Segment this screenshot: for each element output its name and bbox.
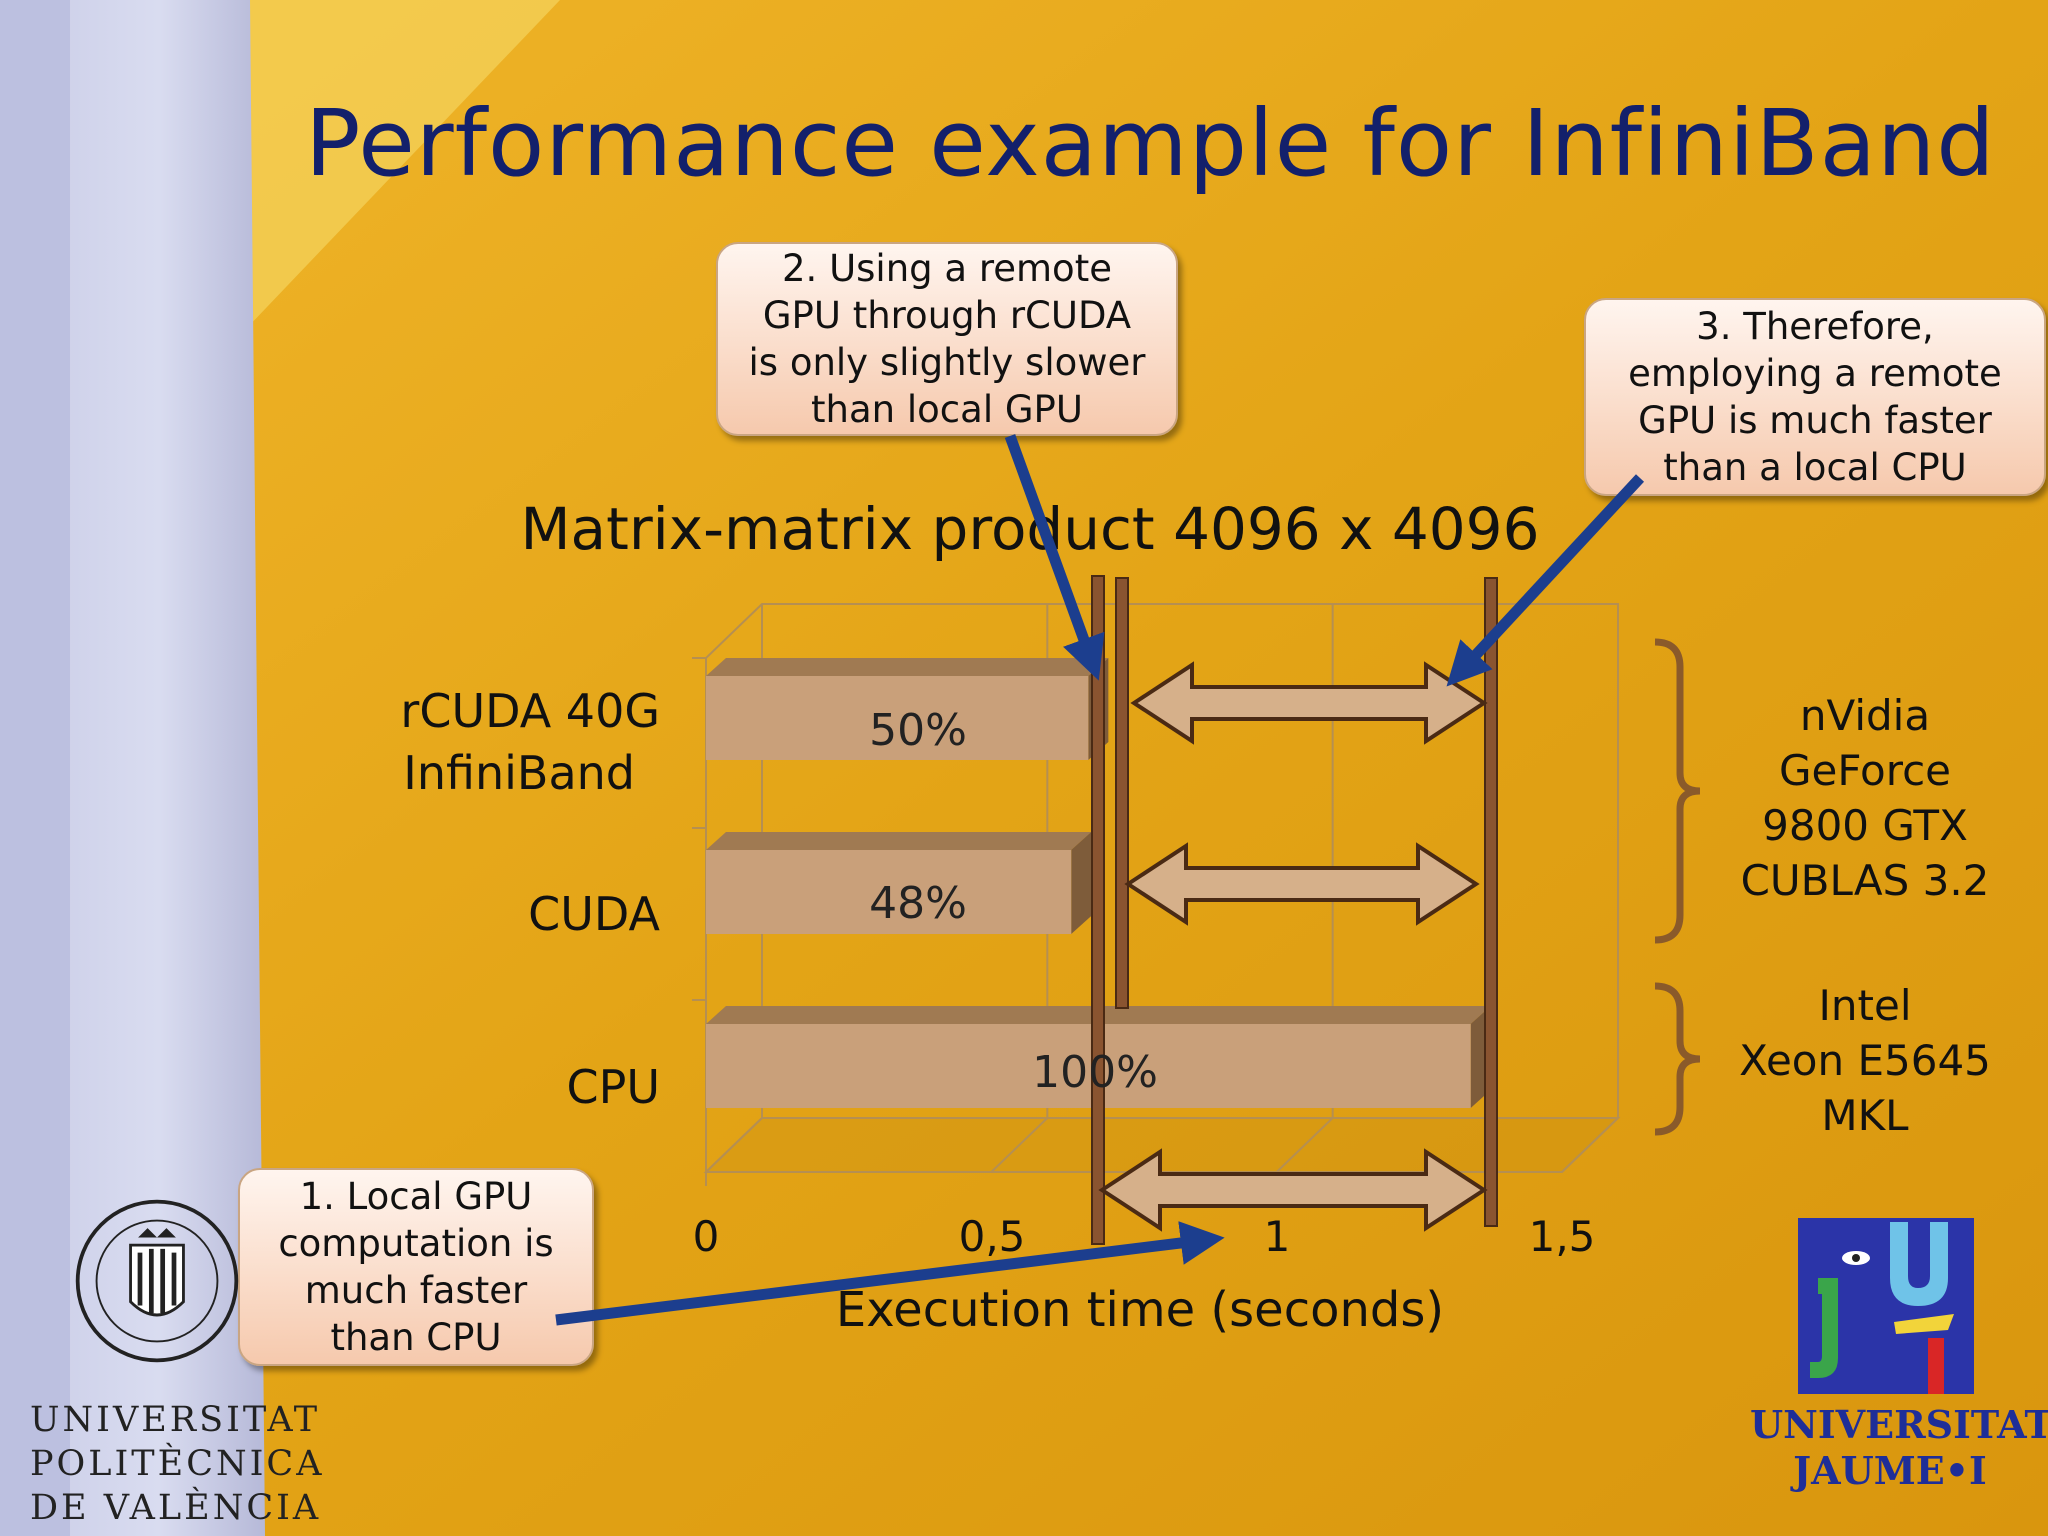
x-tick-3: 1,5 bbox=[1528, 1212, 1596, 1261]
callout-line: much faster bbox=[304, 1269, 528, 1312]
callout-line: 2. Using a remote bbox=[782, 247, 1112, 290]
callout-line: GPU through rCUDA bbox=[762, 294, 1132, 337]
callout-line: GPU is much faster bbox=[1638, 399, 1992, 442]
uji-wordmark-line: UNIVERSITAT bbox=[1750, 1402, 2048, 1447]
side-label-gpu-line: GeForce bbox=[1778, 746, 1952, 795]
bar-front bbox=[706, 676, 1089, 760]
bar-top bbox=[706, 658, 1109, 676]
bar-side bbox=[1071, 832, 1092, 934]
callout-line: is only slightly slower bbox=[748, 341, 1146, 384]
category-label-rcuda: rCUDA 40G InfiniBand bbox=[330, 680, 660, 804]
category-label-cuda: CUDA bbox=[528, 887, 660, 941]
upv-seal-logo bbox=[75, 1199, 239, 1363]
gridline-floor bbox=[705, 1117, 763, 1173]
data-label-cuda: 48% bbox=[869, 878, 967, 929]
side-label-cpu-line: Intel bbox=[1818, 981, 1912, 1030]
bar-front bbox=[706, 850, 1072, 934]
comparison-arrow-rcuda-cpu bbox=[1130, 661, 1488, 745]
uji-wordmark-line: JAUME•I bbox=[1793, 1448, 1987, 1493]
marker-line-rcuda bbox=[1115, 577, 1129, 1009]
uji-logo bbox=[1798, 1218, 1974, 1394]
callout-line: than a local CPU bbox=[1663, 446, 1967, 489]
upv-wordmark-line: UNIVERSITAT bbox=[30, 1400, 321, 1440]
gridline-floor bbox=[990, 1117, 1049, 1173]
bar-1 bbox=[706, 832, 1092, 934]
callout-remote-gpu: 2. Using a remote GPU through rCUDA is o… bbox=[716, 242, 1178, 436]
side-label-gpu-line: nVidia bbox=[1799, 691, 1931, 740]
x-tick-2: 1 bbox=[1263, 1212, 1291, 1261]
callout-line: than local GPU bbox=[811, 388, 1083, 431]
callout-local-gpu: 1. Local GPU computation is much faster … bbox=[238, 1168, 594, 1366]
callout-line: 1. Local GPU bbox=[299, 1175, 533, 1218]
gridline-floor bbox=[1275, 1117, 1334, 1173]
callout-line: computation is bbox=[278, 1222, 554, 1265]
bar-top bbox=[706, 832, 1092, 850]
chart-bars bbox=[706, 658, 1491, 1108]
bar-0 bbox=[706, 658, 1109, 760]
upv-wordmark-line: POLITÈCNICA bbox=[30, 1444, 325, 1484]
data-label-rcuda: 50% bbox=[869, 705, 967, 756]
uji-wordmark: UNIVERSITAT JAUME•I bbox=[1750, 1402, 2048, 1494]
x-axis-label: Execution time (seconds) bbox=[835, 1282, 1445, 1338]
side-label-cpu: Intel Xeon E5645 MKL bbox=[1720, 978, 2010, 1143]
side-label-gpu: nVidia GeForce 9800 GTX CUBLAS 3.2 bbox=[1720, 688, 2010, 908]
side-label-cpu-line: Xeon E5645 bbox=[1739, 1036, 1991, 1085]
marker-line-gpu bbox=[1091, 575, 1105, 1245]
callout-line: 3. Therefore, bbox=[1696, 305, 1934, 348]
bar-front bbox=[706, 1024, 1471, 1108]
slide-title: Performance example for InfiniBand bbox=[305, 90, 1996, 197]
chart-annotations bbox=[1091, 575, 1701, 1245]
data-label-cpu: 100% bbox=[1032, 1047, 1158, 1098]
callout-line: than CPU bbox=[330, 1316, 502, 1359]
gridline-floor bbox=[1561, 1117, 1619, 1173]
comparison-arrow-gpu-cpu bbox=[1098, 1148, 1488, 1232]
comparison-arrow-cuda-cpu bbox=[1124, 842, 1480, 926]
category-label-rcuda-line1: rCUDA 40G bbox=[400, 684, 660, 738]
brace-gpu bbox=[1654, 638, 1701, 944]
category-label-rcuda-line2: InfiniBand bbox=[403, 746, 635, 800]
side-label-gpu-line: 9800 GTX bbox=[1762, 801, 1968, 850]
callout-line: employing a remote bbox=[1628, 352, 2002, 395]
brace-cpu bbox=[1654, 982, 1701, 1136]
upv-wordmark-line: DE VALÈNCIA bbox=[30, 1488, 322, 1528]
x-tick-1: 0,5 bbox=[958, 1212, 1026, 1261]
x-tick-0: 0 bbox=[692, 1212, 720, 1261]
marker-line-cpu bbox=[1484, 577, 1498, 1227]
callout-therefore: 3. Therefore, employing a remote GPU is … bbox=[1584, 298, 2046, 496]
side-label-gpu-line: CUBLAS 3.2 bbox=[1740, 856, 1990, 905]
upv-wordmark: UNIVERSITAT POLITÈCNICA DE VALÈNCIA bbox=[30, 1398, 325, 1530]
category-label-cpu: CPU bbox=[566, 1060, 660, 1114]
side-label-cpu-line: MKL bbox=[1821, 1091, 1909, 1140]
